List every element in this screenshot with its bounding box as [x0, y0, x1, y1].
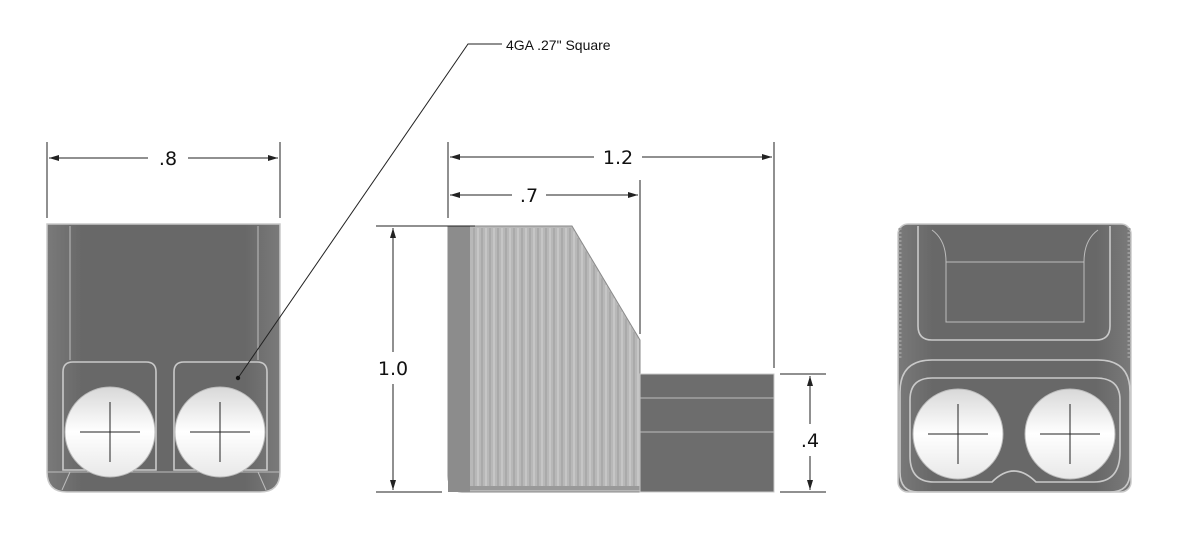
side-upper-label: .7 [520, 185, 538, 207]
callout-label: 4GA .27" Square [506, 37, 611, 53]
rear-channel [917, 226, 1111, 341]
front-left-hole [64, 386, 156, 478]
cooling-fins [473, 228, 639, 486]
front-width-label: .8 [159, 148, 177, 170]
side-upper-dimension: .7 [450, 180, 641, 334]
front-right-hole [174, 386, 266, 478]
front-view: .8 [46, 142, 281, 493]
side-height-dimension: 1.0 [376, 225, 475, 493]
side-overall-label: 1.2 [603, 147, 633, 169]
side-height-label: 1.0 [378, 358, 408, 380]
side-step-block [639, 373, 775, 493]
rear-view [897, 223, 1132, 493]
side-overall-dimension: 1.2 [447, 142, 775, 368]
side-view-body [447, 225, 641, 493]
rear-left-hole [912, 388, 1004, 480]
square-callout: 4GA .27" Square [235, 37, 611, 381]
front-width-dimension: .8 [46, 142, 281, 218]
rear-terminal-housing [899, 359, 1131, 493]
rear-right-hole [1024, 388, 1116, 480]
side-step-label: .4 [801, 430, 819, 452]
front-right-pocket [173, 361, 268, 471]
front-left-pocket [62, 361, 157, 471]
side-view: 1.2 .7 1.0 .4 [376, 142, 826, 493]
side-step-dimension: .4 [780, 373, 826, 493]
